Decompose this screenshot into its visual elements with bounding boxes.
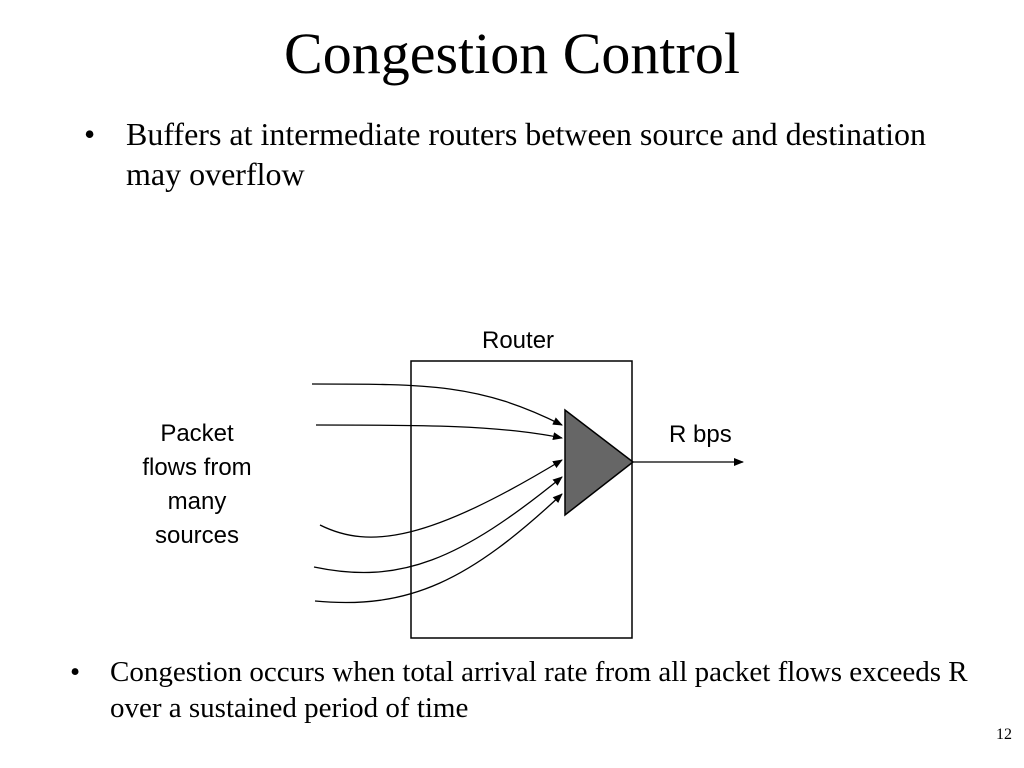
- input-flow-arrow-3: [319, 459, 563, 538]
- input-flows-label-line: flows from: [142, 454, 252, 481]
- page-number: 12: [996, 726, 1012, 743]
- bullet-marker: •: [84, 116, 96, 152]
- router-label: Router: [482, 327, 555, 354]
- bullet-marker: •: [70, 656, 81, 688]
- router-box: [410, 360, 633, 639]
- input-flow-arrow-5: [314, 493, 563, 604]
- input-flows-label-line: many: [167, 488, 227, 515]
- input-flows-label-line: Packet: [160, 420, 234, 447]
- bullet-congestion: • Congestion occurs when total arrival r…: [70, 654, 1000, 726]
- input-flow-arrow-1: [311, 383, 563, 426]
- bullet-buffers: • Buffers at intermediate routers betwee…: [84, 114, 984, 194]
- input-flow-arrow-4: [313, 476, 563, 574]
- input-flow-arrow-2: [315, 424, 563, 441]
- slide-title: Congestion Control: [284, 21, 740, 86]
- input-flows-label: Packet flows from many sources: [120, 417, 274, 553]
- bullet-text: Buffers at intermediate routers between …: [126, 116, 927, 192]
- output-rate-label: R bps: [669, 421, 732, 448]
- multiplexer-triangle: [564, 408, 635, 517]
- bullet-text: Congestion occurs when total arrival rat…: [110, 656, 968, 724]
- input-flows-label-line: sources: [154, 522, 240, 549]
